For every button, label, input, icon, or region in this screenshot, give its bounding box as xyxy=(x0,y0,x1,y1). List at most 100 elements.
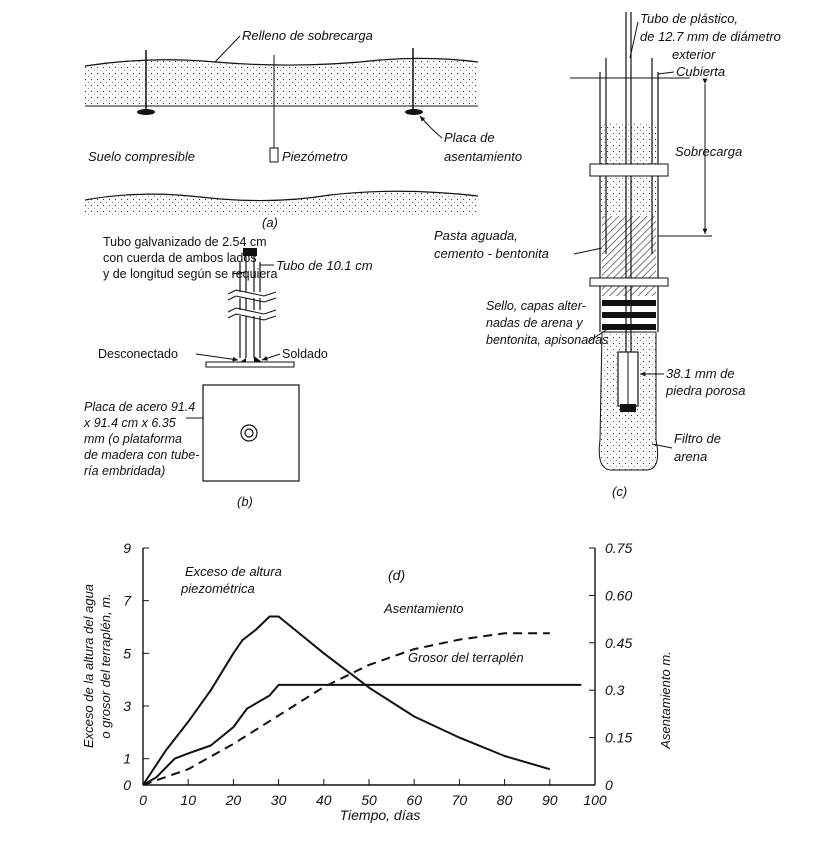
disconnected-label: Desconectado xyxy=(98,347,178,361)
grout-label-line-2: cemento - bentonita xyxy=(434,246,549,261)
surcharge-label: Sobrecarga xyxy=(675,144,742,159)
seal-label-line-1: Sello, capas alter- xyxy=(486,299,586,313)
seal-band-3 xyxy=(602,324,656,330)
panel-b: Tubo galvanizado de 2.54 cm con cuerda d… xyxy=(83,235,373,509)
tube-desc-line-1: Tubo de plástico, xyxy=(640,11,738,26)
annotation-settlement: Asentamiento xyxy=(383,601,464,616)
piezometer-tip xyxy=(269,147,279,163)
y-right-tick-label: 0.60 xyxy=(605,587,632,603)
settlement-plate-left xyxy=(137,109,155,115)
x-tick-label: 20 xyxy=(225,792,242,808)
y-left-tick-label: 7 xyxy=(123,593,132,609)
pipe-label-leader xyxy=(231,271,247,275)
panel-a: Relleno de sobrecarga Suelo compresible … xyxy=(84,28,522,230)
soil-label: Suelo compresible xyxy=(88,149,195,164)
pipe-label-line-1: Tubo galvanizado de 2.54 cm xyxy=(103,235,267,249)
y-left-tick-label: 3 xyxy=(123,698,131,714)
piezometric-excess-line xyxy=(142,615,551,786)
annotation-embankment: Grosor del terraplén xyxy=(408,650,524,665)
y-left-tick-label: 5 xyxy=(123,645,131,661)
porous-stone-tip xyxy=(620,404,636,412)
plate-desc-line-2: x 91.4 cm x 6.35 xyxy=(83,416,176,430)
welded-leader xyxy=(261,353,281,361)
weld-left xyxy=(240,358,246,362)
pipe-cap xyxy=(243,248,257,256)
break-line-1b xyxy=(227,295,277,303)
filter-label-line-1: Filtro de xyxy=(674,431,721,446)
fill-label: Relleno de sobrecarga xyxy=(242,28,373,43)
plate-label-leader xyxy=(419,115,443,139)
caption-b: (b) xyxy=(237,494,253,509)
grout-leader xyxy=(573,247,603,255)
base-plate xyxy=(205,361,295,368)
panel-label-d: (d) xyxy=(388,567,405,583)
seal-band-2 xyxy=(602,312,656,318)
grout-zone-lower xyxy=(602,284,656,296)
x-tick-label: 40 xyxy=(316,792,332,808)
y-left-tick-label: 9 xyxy=(123,540,131,556)
cover-leader xyxy=(657,71,675,75)
tube-desc-line-3: exterior xyxy=(672,47,716,62)
seal-band-1 xyxy=(602,300,656,306)
stone-label-line-1: 38.1 mm de xyxy=(666,366,735,381)
fill-layer xyxy=(85,58,478,106)
plate-label-line-2: asentamiento xyxy=(444,149,522,164)
y-left-tick-label: 1 xyxy=(123,751,131,767)
lower-soil-line xyxy=(84,190,479,202)
seal-label-line-2: nadas de arena y xyxy=(486,316,583,330)
x-tick-label: 60 xyxy=(406,792,422,808)
settlement-line xyxy=(142,632,550,786)
x-tick-label: 10 xyxy=(180,792,196,808)
grout-label-line-1: Pasta aguada, xyxy=(434,228,518,243)
plate-label-line-1: Placa de xyxy=(444,130,495,145)
stone-label-line-2: piedra porosa xyxy=(665,383,746,398)
break-band-2 xyxy=(589,277,669,287)
y-right-tick-label: 0.45 xyxy=(605,635,632,651)
plate-desc-line-4: de madera con tube- xyxy=(84,448,199,462)
panel-c: Tubo de plástico, de 12.7 mm de diámetro… xyxy=(434,11,781,499)
plate-plan-ring-inner xyxy=(244,428,254,438)
pipe-label-line-2: con cuerda de ambos lados xyxy=(103,251,257,265)
break-line-1a xyxy=(227,289,277,297)
y-left-tick-label: 0 xyxy=(123,777,131,793)
caption-a: (a) xyxy=(262,215,278,230)
settlement-plate-right xyxy=(405,109,423,115)
x-axis-title: Tiempo, días xyxy=(340,807,421,823)
break-line-2b xyxy=(227,313,277,321)
seal-leader xyxy=(587,329,607,343)
welded-label: Soldado xyxy=(282,347,328,361)
y-left-axis-title-1: Exceso de la altura del agua xyxy=(81,584,96,748)
fill-label-leader xyxy=(214,35,241,63)
disconnected-leader xyxy=(195,353,239,362)
plate-desc-line-1: Placa de acero 91.4 xyxy=(84,400,195,414)
plate-desc-line-3: mm (o plataforma xyxy=(84,432,182,446)
break-band-1 xyxy=(589,163,669,177)
caption-c: (c) xyxy=(612,484,627,499)
y-right-tick-label: 0.75 xyxy=(605,540,632,556)
tube-desc-line-2: de 12.7 mm de diámetro xyxy=(640,29,781,44)
plate-plan-view xyxy=(202,384,300,482)
break-line-2a xyxy=(227,307,277,315)
y-right-tick-label: 0.15 xyxy=(605,730,632,746)
plate-plan-ring-outer xyxy=(240,424,258,442)
seal-label-line-3: bentonita, apisonadas xyxy=(486,333,608,347)
break-mask-1 xyxy=(232,292,272,298)
x-tick-label: 90 xyxy=(542,792,558,808)
pipe-label-line-3: y de longitud según se requiera xyxy=(103,267,277,281)
cover-label: Cubierta xyxy=(676,64,725,79)
y-left-axis-title-2: o grosor del terraplén, m. xyxy=(98,593,113,738)
tube-label: Tubo de 10.1 cm xyxy=(276,258,373,273)
fill-top-line xyxy=(84,57,479,67)
plate-desc-line-5: ría embridada) xyxy=(84,464,165,478)
piezometer-label: Piezómetro xyxy=(282,149,348,164)
x-tick-label: 0 xyxy=(139,792,147,808)
x-tick-label: 50 xyxy=(361,792,377,808)
y-right-tick-label: 0.3 xyxy=(605,682,625,698)
y-right-tick-label: 0 xyxy=(605,777,613,793)
lower-soil xyxy=(85,191,478,215)
x-tick-label: 100 xyxy=(583,792,607,808)
annotation-piezometric-1: Exceso de altura xyxy=(185,564,282,579)
x-tick-label: 30 xyxy=(271,792,287,808)
